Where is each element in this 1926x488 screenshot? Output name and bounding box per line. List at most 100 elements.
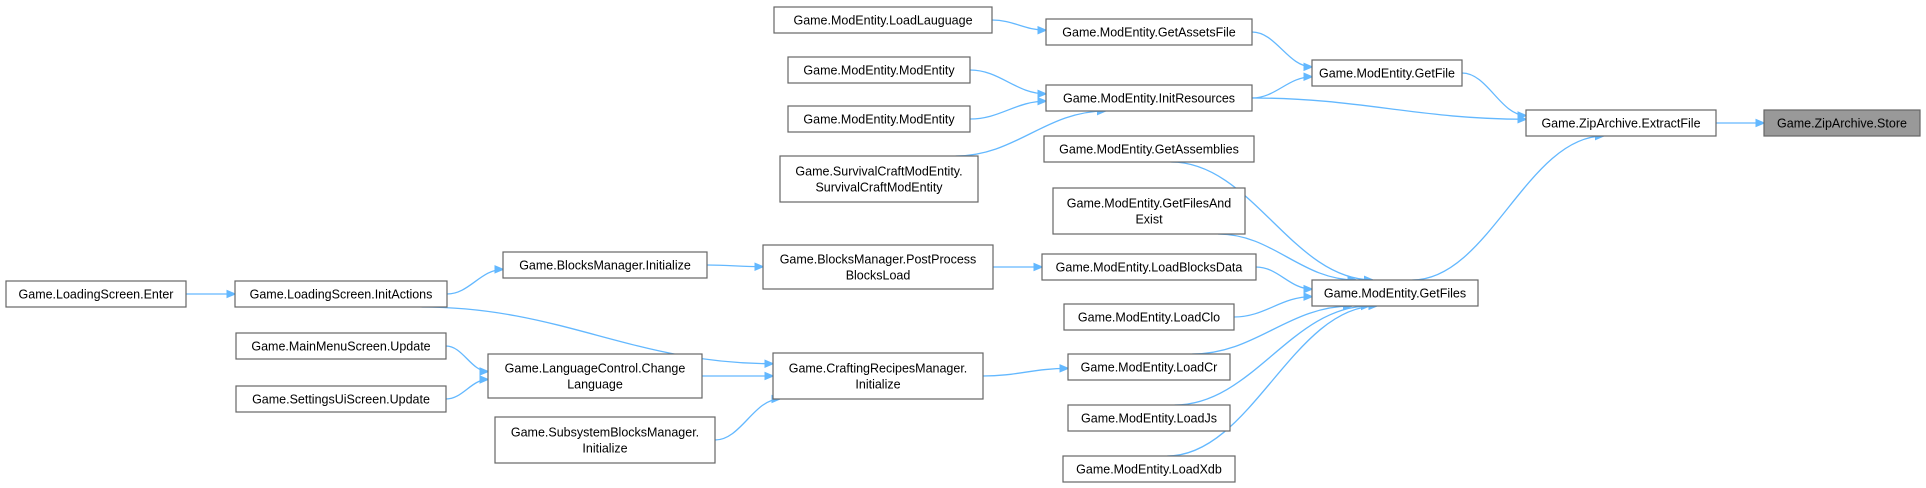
node-enter[interactable]: Game.LoadingScreen.Enter: [5, 280, 187, 308]
node-initactions[interactable]: Game.LoadingScreen.InitActions: [234, 280, 448, 308]
node-label: Game.BlocksManager.Initialize: [519, 259, 691, 273]
edge-loadcr-to-getfiles: [1192, 306, 1352, 355]
node-label: Game.ModEntity.LoadXdb: [1076, 463, 1222, 477]
edge-loadblocksdata-to-getfiles: [1255, 266, 1312, 289]
edge-loadclo-to-getfiles: [1233, 297, 1312, 318]
node-mainmenu[interactable]: Game.MainMenuScreen.Update: [235, 332, 447, 360]
node-label: Initialize: [855, 378, 900, 392]
node-getfile[interactable]: Game.ModEntity.GetFile: [1311, 59, 1463, 87]
node-loadblocksdata[interactable]: Game.ModEntity.LoadBlocksData: [1041, 253, 1257, 281]
node-box: [762, 244, 994, 290]
edge-modentity1-to-initresources: [969, 69, 1046, 94]
node-box: [779, 155, 979, 203]
node-label: Exist: [1135, 213, 1163, 227]
node-label: Game.ModEntity.LoadCr: [1081, 361, 1218, 375]
node-label: Game.LoadingScreen.Enter: [19, 288, 174, 302]
node-box: [1067, 404, 1231, 432]
node-label: Game.ModEntity.LoadJs: [1081, 412, 1217, 426]
node-box: [787, 56, 971, 84]
edge-initactions-to-blocksinit: [446, 269, 503, 295]
node-label: Game.LanguageControl.Change: [505, 362, 686, 376]
node-box: [234, 280, 448, 308]
node-label: Game.ModEntity.LoadLauguage: [793, 14, 972, 28]
node-label: Game.ModEntity.InitResources: [1063, 92, 1235, 106]
node-survivalcraft[interactable]: Game.SurvivalCraftModEntity.SurvivalCraf…: [779, 155, 979, 203]
node-getassetsfile[interactable]: Game.ModEntity.GetAssetsFile: [1045, 18, 1253, 46]
edge-crafting-to-loadcr: [982, 368, 1068, 377]
node-loadxdb[interactable]: Game.ModEntity.LoadXdb: [1062, 455, 1236, 483]
node-blocksinit[interactable]: Game.BlocksManager.Initialize: [502, 251, 708, 279]
node-crafting[interactable]: Game.CraftingRecipesManager. Initialize: [772, 352, 984, 400]
node-label: Game.ZipArchive.Store: [1777, 117, 1907, 131]
node-box: [773, 6, 993, 34]
node-label: Game.ModEntity.ModEntity: [803, 113, 955, 127]
node-box: [1062, 455, 1236, 483]
node-label: Game.ModEntity.ModEntity: [803, 64, 955, 78]
edge-survivalcraft-to-initresources: [955, 111, 1106, 157]
edge-mainmenu-to-changelang: [445, 345, 488, 372]
node-store[interactable]: Game.ZipArchive.Store: [1763, 109, 1921, 137]
node-getassemblies[interactable]: Game.ModEntity.GetAssemblies: [1043, 135, 1255, 163]
node-label: Game.ModEntity.GetFilesAnd: [1067, 197, 1231, 211]
node-subsystem[interactable]: Game.SubsystemBlocksManager. Initialize: [494, 416, 716, 464]
node-label: Game.ModEntity.LoadClo: [1078, 311, 1220, 325]
node-initresources[interactable]: Game.ModEntity.InitResources: [1045, 84, 1253, 112]
node-box: [787, 105, 971, 133]
node-loadjs[interactable]: Game.ModEntity.LoadJs: [1067, 404, 1231, 432]
edge-blocksinit-to-postprocess: [706, 265, 763, 267]
node-box: [1045, 18, 1253, 46]
edge-initactions-to-crafting: [421, 306, 773, 364]
node-label: Game.BlocksManager.PostProcess: [780, 253, 977, 267]
node-extractfile[interactable]: Game.ZipArchive.ExtractFile: [1525, 109, 1717, 137]
node-label: BlocksLoad: [846, 269, 911, 283]
edge-settingsui-to-changelang: [445, 379, 488, 400]
edge-loadlauguage-to-getassetsfile: [991, 19, 1046, 30]
node-label: Game.ModEntity.GetAssemblies: [1059, 143, 1239, 157]
node-box: [1052, 187, 1246, 235]
node-label: Game.SubsystemBlocksManager.: [511, 426, 699, 440]
node-label: Game.ModEntity.GetFile: [1319, 67, 1455, 81]
node-label: Game.ModEntity.GetAssetsFile: [1062, 26, 1235, 40]
node-box: [494, 416, 716, 464]
node-settingsui[interactable]: Game.SettingsUiScreen.Update: [235, 385, 447, 413]
node-box: [1525, 109, 1717, 137]
edge-loadxdb-to-getfiles: [1167, 306, 1377, 457]
node-label: Game.CraftingRecipesManager.: [789, 362, 968, 376]
node-box: [1763, 109, 1921, 137]
node-modentity2[interactable]: Game.ModEntity.ModEntity: [787, 105, 971, 133]
node-loadlauguage[interactable]: Game.ModEntity.LoadLauguage: [773, 6, 993, 34]
node-modentity1[interactable]: Game.ModEntity.ModEntity: [787, 56, 971, 84]
nodes-layer: Game.ZipArchive.Store Game.ZipArchive.Ext…: [5, 6, 1921, 483]
node-box: [235, 385, 447, 413]
node-box: [1311, 59, 1463, 87]
node-loadcr[interactable]: Game.ModEntity.LoadCr: [1067, 353, 1231, 381]
node-box: [1067, 353, 1231, 381]
node-label: Game.SettingsUiScreen.Update: [252, 393, 430, 407]
node-loadclo[interactable]: Game.ModEntity.LoadClo: [1063, 303, 1235, 331]
node-box: [772, 352, 984, 400]
edges-layer: [185, 19, 1764, 457]
node-box: [235, 332, 447, 360]
node-label: Game.ModEntity.GetFiles: [1324, 287, 1466, 301]
node-box: [1041, 253, 1257, 281]
node-label: Initialize: [582, 442, 627, 456]
node-label: Game.SurvivalCraftModEntity.: [795, 165, 962, 179]
edge-initresources-to-extractfile: [1251, 97, 1526, 119]
node-box: [1063, 303, 1235, 331]
node-label: Language: [567, 378, 623, 392]
node-label: Game.MainMenuScreen.Update: [251, 340, 430, 354]
node-getfiles[interactable]: Game.ModEntity.GetFiles: [1311, 279, 1479, 307]
node-label: Game.LoadingScreen.InitActions: [250, 288, 433, 302]
node-box: [502, 251, 708, 279]
node-box: [5, 280, 187, 308]
node-box: [1045, 84, 1253, 112]
edge-modentity2-to-initresources: [969, 101, 1046, 120]
node-box: [1043, 135, 1255, 163]
edge-getfiles-to-extractfile: [1412, 136, 1603, 281]
edge-subsystem-to-crafting: [714, 399, 780, 441]
node-label: Game.ModEntity.LoadBlocksData: [1056, 261, 1243, 275]
